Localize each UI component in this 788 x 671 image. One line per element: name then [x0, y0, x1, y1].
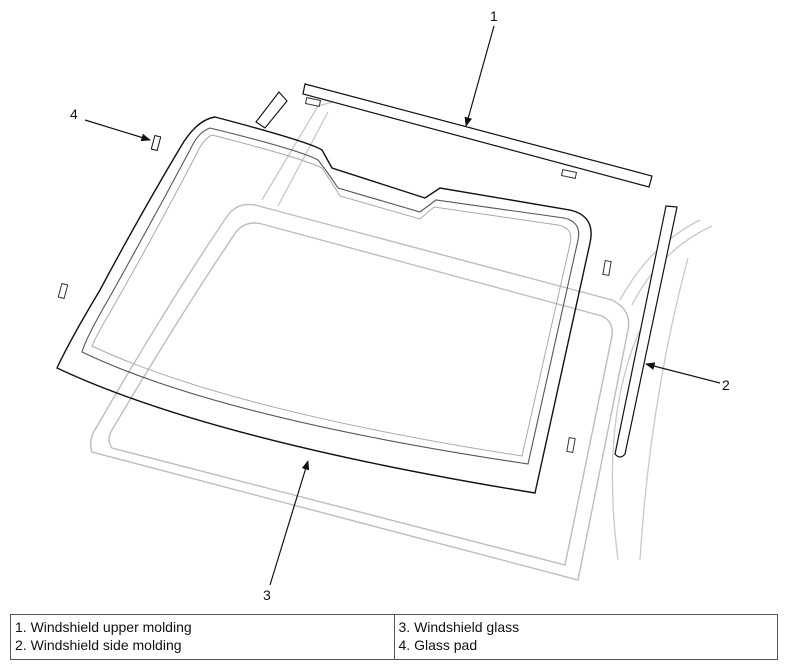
callout-1: 1: [490, 8, 498, 24]
legend-item-upper-molding: 1. Windshield upper molding: [15, 619, 192, 635]
leader-2: [645, 362, 721, 384]
leader-4: [84, 119, 151, 142]
callout-2: 2: [722, 377, 730, 393]
legend-column-2: 3. Windshield glass 4. Glass pad: [393, 614, 778, 660]
legend-item-windshield-glass: 3. Windshield glass: [398, 619, 520, 635]
windshield-exploded-diagram: 1 2 3 4: [56, 8, 730, 603]
windshield-frame: [89, 203, 630, 581]
glass-pads-body: [57, 97, 612, 453]
upper-molding-end-piece: [255, 91, 288, 129]
windshield-side-molding: [614, 205, 678, 458]
parts-legend-table: 1. Windshield upper molding 2. Windshiel…: [10, 614, 778, 660]
leader-3: [269, 460, 310, 586]
callout-leaders: [84, 25, 721, 586]
vehicle-body-outline: [261, 99, 713, 561]
legend-item-glass-pad: 4. Glass pad: [398, 637, 478, 653]
callout-3: 3: [263, 587, 271, 603]
leader-1: [464, 25, 495, 127]
glass-pad: [150, 134, 162, 152]
windshield-upper-molding: [302, 83, 653, 188]
legend-column-1: 1. Windshield upper molding 2. Windshiel…: [10, 614, 395, 660]
legend-item-side-molding: 2. Windshield side molding: [15, 637, 182, 653]
windshield-glass: [56, 116, 592, 494]
callout-4: 4: [70, 106, 78, 122]
